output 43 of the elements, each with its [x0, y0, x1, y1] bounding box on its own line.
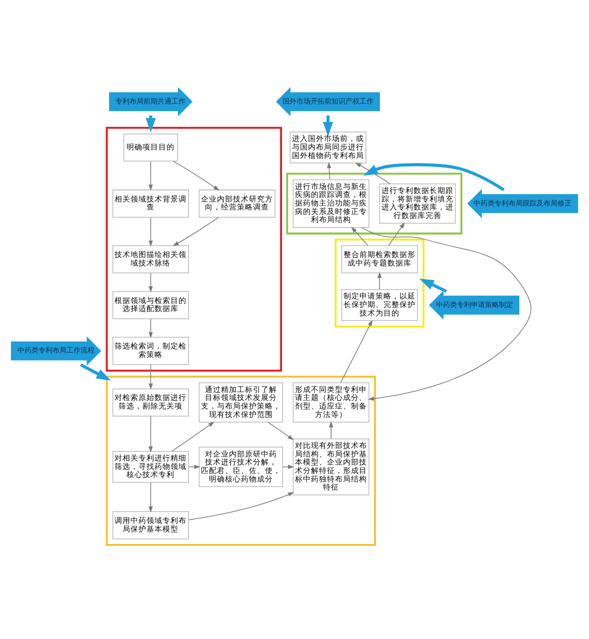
- arrow: [188, 492, 294, 520]
- node-box: 明确项目目的: [123, 134, 178, 162]
- arrow: [340, 320, 372, 383]
- arrow: [363, 163, 505, 192]
- arrow: [148, 482, 153, 513]
- arrow: [377, 272, 382, 290]
- cluster: [106, 126, 282, 372]
- node-box: 调用中药领域专利布局保护基本模型: [112, 511, 189, 540]
- arrow: [419, 278, 448, 293]
- node-box: 进行专利数据长期跟踪，将新增专利填充进入专利数据库，进行数据库完善: [379, 184, 456, 224]
- arrow: [80, 363, 111, 381]
- arrow: [148, 318, 153, 338]
- node-box: 形成不同类型专利申请主题（核心成分、剂型、适应症、制备方法等）: [292, 382, 370, 423]
- node-box: 相关领域技术背景调查: [112, 190, 189, 218]
- arrow: [172, 160, 220, 191]
- node-box: 对相关专利进行精细筛选，寻找药物领域核心技术专利: [112, 450, 189, 483]
- node-box: 对企业内部原研中药技术进行技术分解，匹配君、臣、佐、使，明确核心药物成分: [198, 446, 283, 487]
- node-box: 筛选检索词，制定检索策略: [112, 336, 189, 365]
- arrow: [328, 421, 334, 440]
- node-box: 企业内部技术研究方向，经营策略调查: [198, 190, 276, 218]
- arrow: [148, 217, 153, 247]
- node-box: 制定申请策略，以延长保护期、完整保护技术为目的: [341, 289, 418, 322]
- node-box: 进行市场信息与新生疾病的跟踪调查，根据药物主治功能与疾病的关系及时修正专利布局结构: [292, 179, 370, 228]
- node-box: 通过精加工标引了解目标领域技术发展分支，与布局保护策略，现有技术保护范围: [198, 382, 283, 423]
- arrow: [355, 162, 390, 184]
- arrow: [172, 422, 215, 452]
- node-box: 进入国外市场前，或与国内布局同步进行国外植物药专利布局: [290, 132, 366, 164]
- node-box: 对检索原始数据进行筛选，剔除无关项: [112, 388, 189, 416]
- arrow: [268, 422, 294, 440]
- arrow: [388, 222, 405, 246]
- arrow: [148, 416, 153, 452]
- node-box: 根据领域与检索目的选择适配数据库: [112, 291, 189, 320]
- arrow: [172, 216, 219, 246]
- node-box: 对比现有外部技术布局结构、布局保护基本模型、企业内部技术分解特征，形成目标中药独特布局结构特征: [292, 438, 370, 496]
- arrow: [146, 116, 156, 132]
- node-box: 整合前期检索数据形成中药专题数据库: [341, 245, 418, 274]
- arrow: [148, 272, 153, 292]
- arrow: [327, 162, 332, 180]
- arrow: [148, 160, 153, 191]
- arrow: [351, 226, 368, 246]
- node-box: 技术地图描绘相关领域技术脉络: [112, 245, 189, 274]
- arrow: [361, 227, 532, 401]
- arrow: [148, 364, 153, 390]
